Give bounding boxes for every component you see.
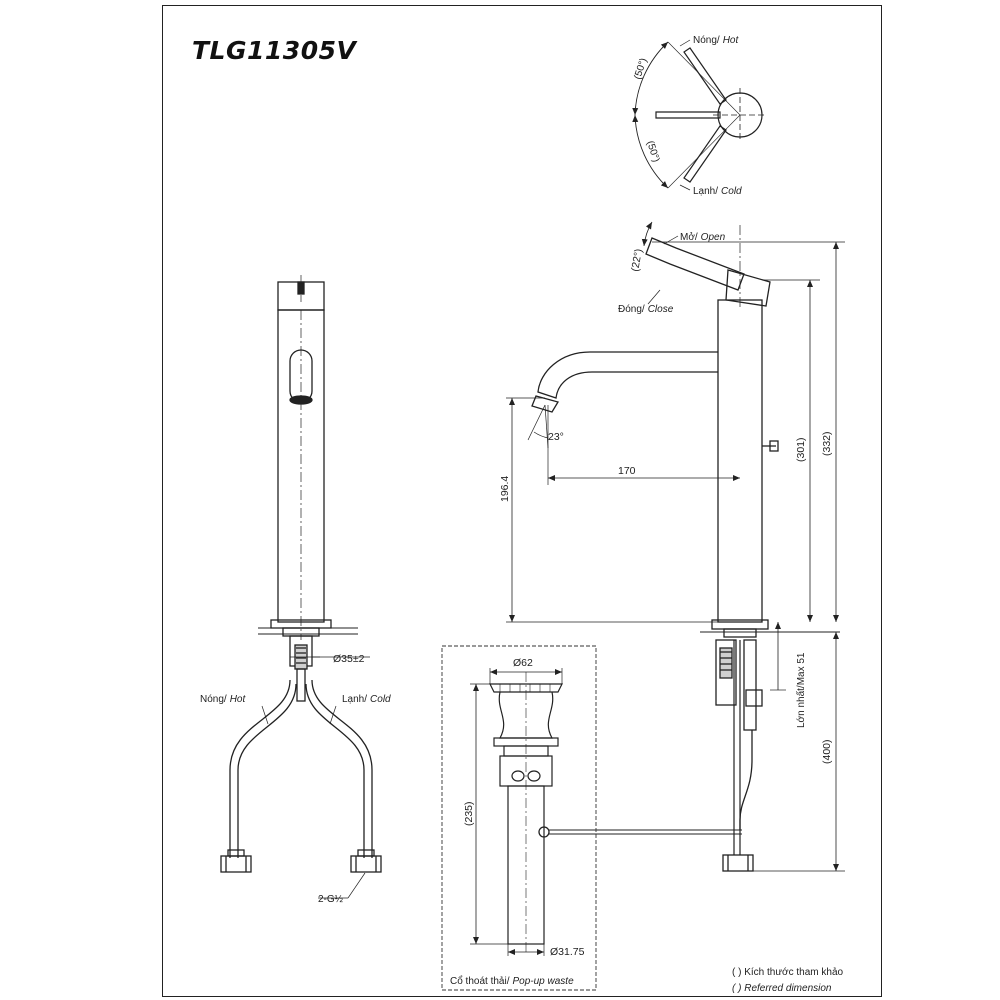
front-cold-label: Lạnh/Cold — [342, 694, 391, 705]
top-hot-label: Nóng/Hot — [693, 35, 739, 46]
side-reach-dim: 170 — [618, 465, 636, 477]
waste-diameter-top: Ø62 — [513, 657, 533, 669]
front-hot-label: Nóng/Hot — [200, 694, 246, 705]
top-view — [632, 39, 767, 191]
waste-diameter-pipe: Ø31.75 — [550, 946, 585, 958]
side-body-height-dim: (301) — [795, 437, 807, 462]
side-body — [717, 299, 763, 623]
top-cold-label: Lạnh/Cold — [693, 186, 742, 197]
note-english: ( ) Referred dimension — [732, 983, 832, 994]
side-overall-height-dim: (332) — [821, 431, 833, 456]
side-handle-hub — [725, 269, 771, 307]
waste-cap — [489, 683, 563, 693]
side-deck-max-dim: Lớn nhất/Max 51 — [795, 652, 807, 728]
side-lever-angle: (22°) — [629, 248, 645, 273]
model-title: TLG11305V — [192, 36, 357, 65]
waste-view — [470, 668, 563, 956]
front-spout-outlet — [289, 349, 313, 403]
front-view — [220, 275, 382, 899]
waste-length-dim: (235) — [463, 801, 475, 826]
waste-caption: Cổ thoát thải/Pop-up waste — [450, 975, 574, 987]
side-hose-length-dim: (400) — [821, 739, 833, 764]
front-thread-label: 2-G½ — [318, 894, 344, 905]
drawing-frame — [162, 5, 882, 997]
side-close-label: Đóng/Close — [618, 304, 674, 315]
top-view-lever-center — [655, 111, 721, 119]
top-view-lever-hot — [683, 47, 727, 105]
note-vietnamese: ( ) Kích thước tham khảo — [732, 967, 844, 978]
side-spout-angle: 23° — [548, 431, 564, 443]
side-open-label: Mở/Open — [680, 231, 726, 243]
side-lever — [645, 237, 745, 291]
side-height-dim: 196.4 — [499, 476, 511, 502]
front-hole-dim: Ø35±2 — [333, 653, 365, 665]
top-view-lever-cold — [683, 125, 727, 183]
side-spout — [537, 351, 718, 399]
side-view — [506, 221, 845, 872]
waste-dashed-box — [441, 645, 597, 991]
